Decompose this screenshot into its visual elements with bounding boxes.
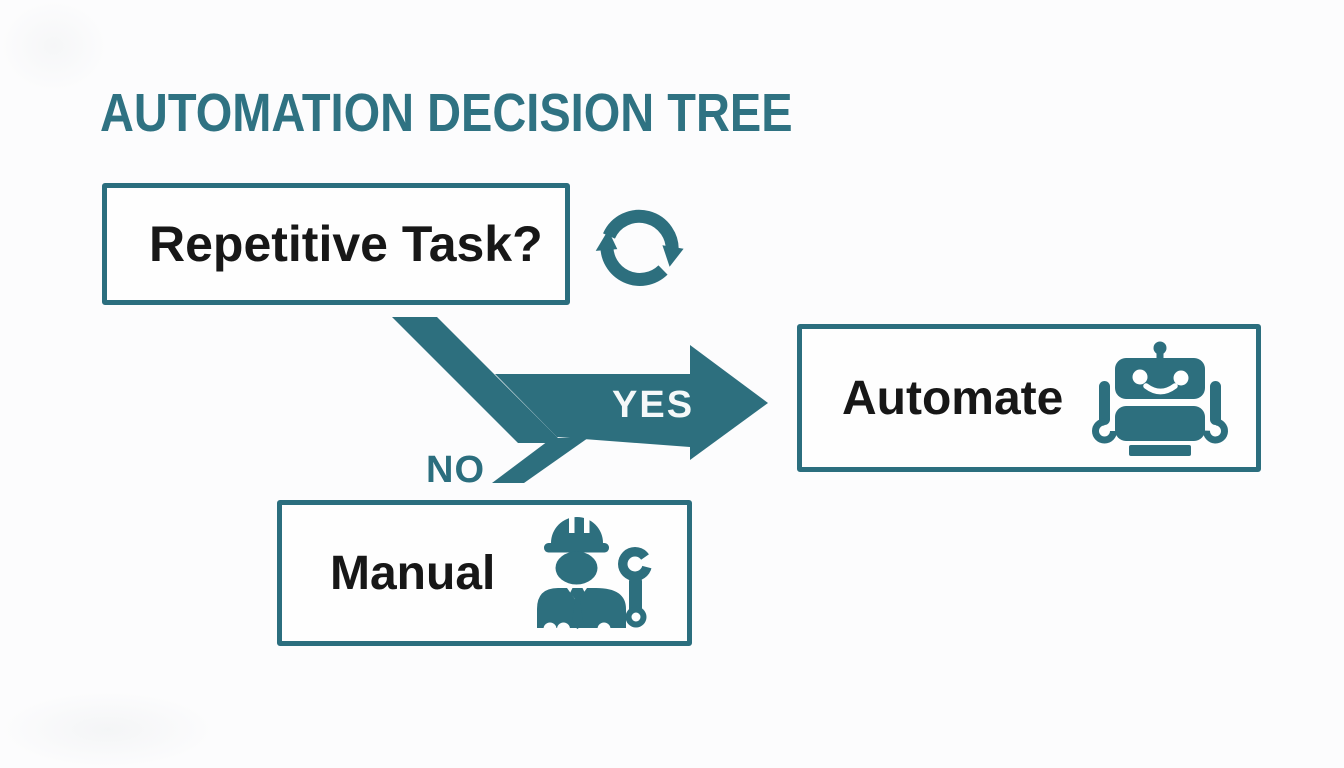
branch-shapes — [392, 317, 768, 483]
worker-wrench-icon — [537, 516, 658, 634]
page-title: AUTOMATION DECISION TREE — [100, 83, 793, 143]
yes-arrow-head — [690, 345, 768, 460]
node-automate: Automate — [797, 324, 1261, 472]
cycle-icon — [595, 209, 684, 286]
yes-label: YES — [612, 384, 695, 426]
node-repetitive-task-label: Repetitive Task? — [149, 216, 543, 272]
node-repetitive-task: Repetitive Task? — [102, 183, 570, 305]
node-manual: Manual — [277, 500, 692, 646]
no-branch-band — [492, 438, 588, 483]
node-automate-label: Automate — [842, 371, 1064, 425]
stem-diagonal — [392, 317, 563, 443]
no-label: NO — [426, 449, 485, 491]
node-manual-label: Manual — [330, 546, 496, 600]
robot-icon — [1092, 341, 1228, 456]
yes-arrow-body — [495, 374, 690, 447]
